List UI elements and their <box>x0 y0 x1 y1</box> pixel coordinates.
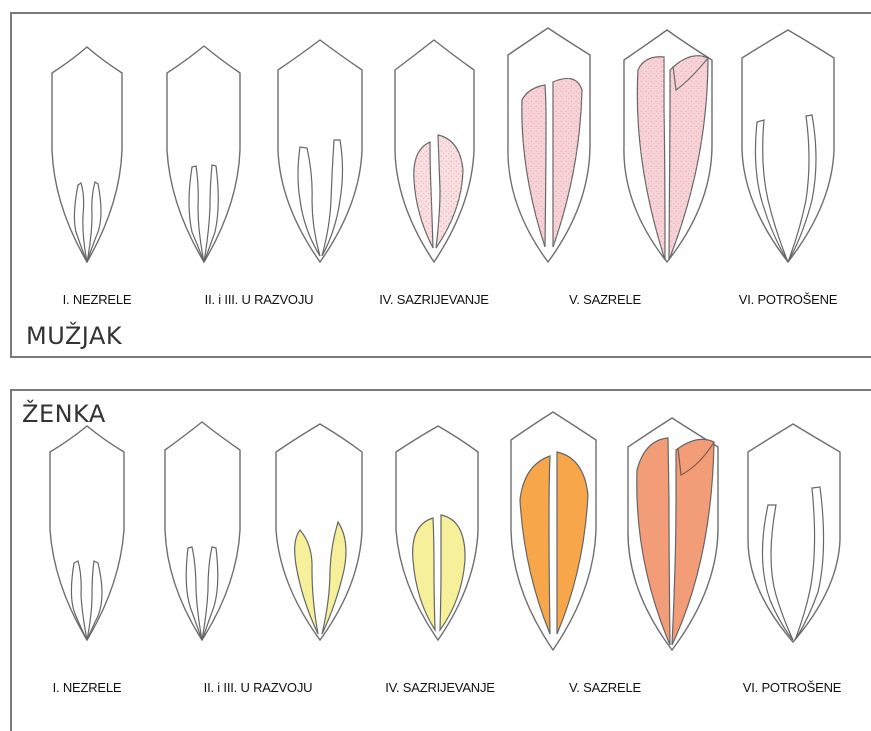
female-panel-title: ŽENKA <box>22 400 106 428</box>
female-stage-6-diagram <box>628 418 718 650</box>
male-stage-label-4: V. SAZRELE <box>569 292 641 307</box>
female-stage-label-5: VI. POTROŠENE <box>743 680 842 695</box>
female-stage-7-diagram <box>748 424 840 642</box>
female-stage-2-diagram <box>165 422 240 640</box>
male-stage-1-diagram <box>52 47 122 262</box>
female-stage-label-3: IV. SAZRIJEVANJE <box>385 680 495 695</box>
male-stage-4-diagram <box>395 40 474 262</box>
male-stage-6-diagram <box>624 30 712 262</box>
male-stage-label-5: VI. POTROŠENE <box>739 292 838 307</box>
female-stage-5-diagram <box>511 412 596 650</box>
male-stage-label-2: II. i III. U RAZVOJU <box>205 292 314 307</box>
male-stage-2-diagram <box>167 46 240 262</box>
female-stage-label-1: I. NEZRELE <box>53 680 122 695</box>
female-stage-label-4: V. SAZRELE <box>569 680 641 695</box>
female-stage-label-2: II. i III. U RAZVOJU <box>204 680 313 695</box>
male-stage-5-diagram <box>508 28 590 262</box>
male-stage-label-3: IV. SAZRIJEVANJE <box>379 292 489 307</box>
male-panel-title: MUŽJAK <box>26 322 122 350</box>
male-stage-3-diagram <box>278 40 362 262</box>
female-stage-4-diagram <box>396 426 478 640</box>
female-stage-3-diagram <box>276 424 362 640</box>
female-stage-1-diagram <box>50 426 124 640</box>
male-stage-label-1: I. NEZRELE <box>63 292 132 307</box>
male-stage-7-diagram <box>742 30 834 262</box>
